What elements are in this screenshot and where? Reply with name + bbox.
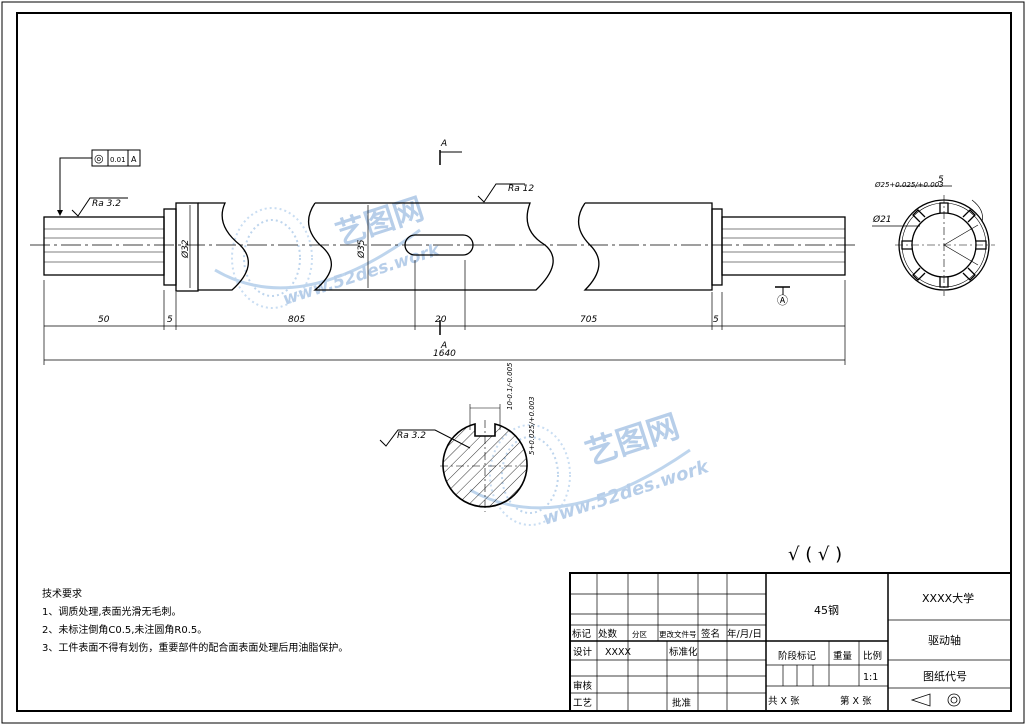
right-spline-end	[711, 208, 846, 286]
title-block	[569, 572, 1012, 712]
tb-hdr-sign: 签名	[701, 628, 720, 640]
tb-hdr-zone: 分区	[632, 630, 647, 639]
tb-process: 工艺	[573, 698, 592, 709]
dim-5b: 5	[713, 315, 719, 325]
shaft-body	[198, 202, 713, 291]
watermark-url-2: www.52des.work	[540, 456, 712, 530]
tb-standard: 标准化	[669, 646, 698, 658]
left-spline-end	[43, 216, 165, 276]
dim-805: 805	[288, 315, 305, 325]
note-1: 1、调质处理,表面光滑无毛刺。	[42, 607, 182, 618]
roughness-left: Ra 3.2	[71, 197, 128, 217]
dim-20: 20	[435, 315, 447, 325]
tolerance-frame: ◎ 0.01 A	[57, 149, 141, 216]
datum-marker: Ⓐ	[775, 286, 790, 307]
dim-5a: 5	[167, 315, 173, 325]
dim-705: 705	[580, 315, 597, 325]
tb-review: 审核	[573, 680, 593, 692]
technical-notes: 技术要求 1、调质处理,表面光滑无毛刺。 2、未标注倒角C0.5,未注圆角R0.…	[42, 586, 348, 658]
end-view	[895, 195, 995, 296]
left-shoulder	[163, 202, 199, 292]
section-view	[379, 404, 530, 512]
tb-school: XXXX大学	[922, 591, 974, 605]
tolerance-value: 0.01	[110, 156, 126, 164]
tb-material: 45钢	[814, 604, 839, 617]
datum-label: Ⓐ	[777, 294, 788, 307]
dim-total: 1640	[433, 349, 456, 359]
tb-designer: XXXX	[605, 647, 632, 658]
tolerance-datum: A	[131, 155, 137, 164]
roughness-middle-text: Ra 12	[508, 184, 534, 194]
tb-scale-label: 比例	[863, 650, 882, 662]
dim-spline-width: 5	[938, 175, 944, 185]
notes-title: 技术要求	[42, 589, 82, 600]
tb-stage: 阶段标记	[778, 650, 817, 662]
section-marks: A A	[439, 139, 462, 351]
tb-hdr-mark: 标记	[572, 628, 592, 640]
dim-key-depth: 5+0.025/+0.003	[528, 396, 536, 455]
roughness-general: √ ( √ )	[788, 544, 842, 565]
section-mark-top: A	[440, 139, 447, 149]
dimension-chain	[43, 260, 846, 365]
dia-body: Ø35	[356, 239, 367, 259]
dia-spline-outer: Ø25+0.025/+0.003	[874, 181, 944, 189]
inner-border	[16, 12, 1012, 712]
dia-shoulder: Ø32	[180, 239, 191, 259]
dim-50: 50	[98, 315, 110, 325]
watermark-1: 艺图网 www.52des.work	[214, 192, 444, 310]
section-mark-bottom: A	[440, 341, 447, 351]
tb-design: 设计	[573, 646, 593, 658]
roughness-left-text: Ra 3.2	[92, 199, 121, 209]
roughness-middle: Ra 12	[477, 183, 534, 203]
tb-hdr-count: 处数	[598, 628, 618, 640]
note-3: 3、工件表面不得有划伤，重要部件的配合面表面处理后用油脂保护。	[42, 643, 349, 654]
tb-sheet-no: 第 X 张	[840, 695, 872, 707]
tb-part-name: 驱动轴	[928, 633, 961, 647]
note-2: 2、未标注倒角C0.5,未注圆角R0.5。	[42, 625, 208, 636]
watermark-brand-1: 艺图网	[332, 192, 428, 253]
tolerance-symbol: ◎	[94, 152, 104, 165]
tb-drawing-no: 图纸代号	[923, 670, 967, 683]
tb-scale: 1:1	[863, 672, 878, 683]
roughness-section-text: Ra 3.2	[397, 431, 426, 441]
tb-weight: 重量	[833, 650, 853, 662]
tb-hdr-date: 年/月/日	[727, 628, 762, 640]
dim-key-width: 10-0.1/-0.005	[506, 362, 514, 410]
tb-approve: 批准	[672, 697, 692, 709]
tb-sheets-total: 共 X 张	[768, 696, 800, 707]
tb-hdr-doc: 更改文件号	[659, 629, 697, 639]
dia-spline-inner: Ø21	[872, 214, 892, 225]
